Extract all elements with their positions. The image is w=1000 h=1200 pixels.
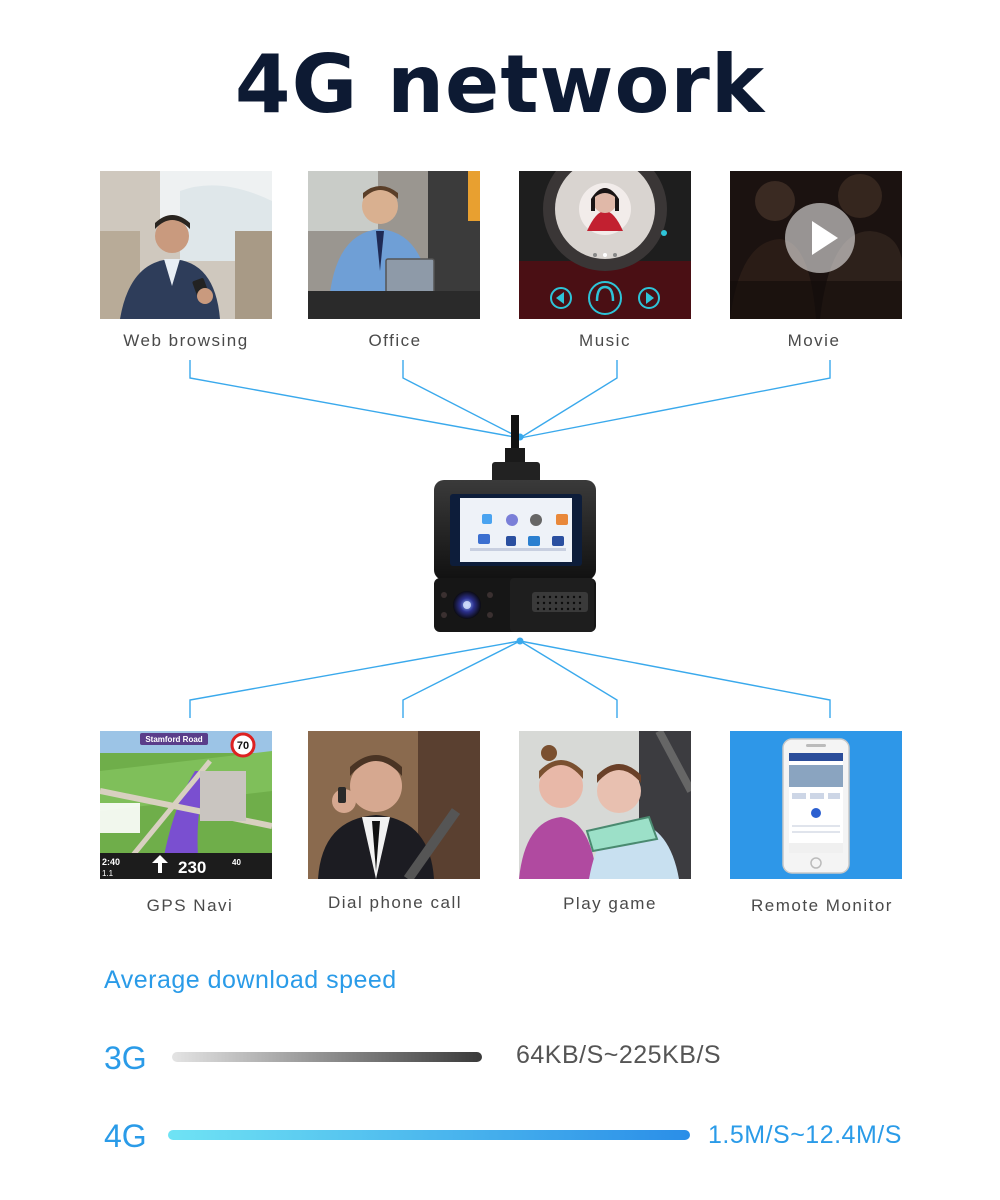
gps-speed-limit: 70	[237, 740, 249, 752]
turn-left-icon	[152, 855, 168, 873]
gps-time: 2:40	[102, 857, 120, 867]
download-icon	[811, 808, 821, 818]
movie-image	[730, 171, 902, 319]
gen-4g-label: 4G	[104, 1118, 147, 1154]
gen-3g-label: 3G	[104, 1040, 147, 1076]
gps-navi-label: GPS Navi	[146, 896, 234, 915]
speed-range-4g: 1.5M/S~12.4M/S	[708, 1121, 902, 1149]
gps-navi-image: Stamford Road 70 2:40 1.1 230 40	[100, 731, 272, 879]
speed-bar-3g	[172, 1052, 482, 1062]
office-label: Office	[368, 331, 422, 350]
office-image	[308, 171, 480, 319]
music-image	[519, 171, 691, 319]
gps-distance: 230	[178, 858, 206, 877]
gps-speed: 40	[232, 858, 241, 867]
speed-range-3g: 64KB/S~225KB/S	[516, 1041, 722, 1069]
web-browsing-label: Web browsing	[123, 331, 249, 350]
gps-road-name: Stamford Road	[145, 735, 202, 744]
dash-cam-device	[420, 410, 610, 635]
web-browsing-image	[100, 171, 272, 319]
dial-phone-call-image	[308, 731, 480, 879]
page-title: 4G network	[234, 38, 766, 131]
remote-monitor-image	[730, 731, 902, 879]
play-game-image	[519, 731, 691, 879]
music-label: Music	[579, 331, 631, 350]
play-game-label: Play game	[563, 894, 657, 913]
remote-monitor-label: Remote Monitor	[751, 896, 893, 915]
dial-phone-call-label: Dial phone call	[327, 893, 462, 912]
movie-label: Movie	[787, 331, 841, 350]
speed-heading: Average download speed	[104, 966, 397, 994]
play-icon	[785, 203, 855, 273]
speed-bar-4g	[168, 1130, 690, 1140]
gps-dist-small: 1.1	[102, 869, 114, 878]
